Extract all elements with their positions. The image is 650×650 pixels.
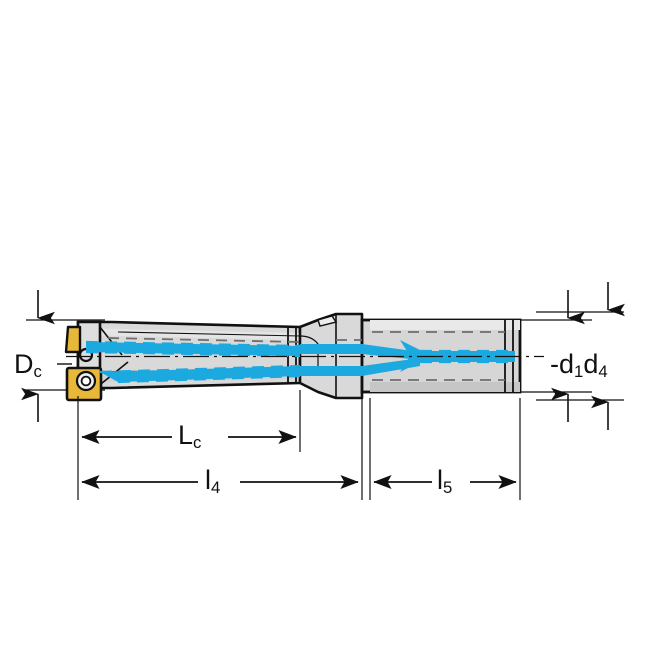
coolant-y-branch-upper xyxy=(362,344,420,360)
peripheral-insert-body xyxy=(64,325,82,354)
label-l5: l5 xyxy=(437,465,452,497)
central-insert-screw-head xyxy=(80,375,92,387)
dimension-Lc: Lc xyxy=(77,390,301,452)
coolant-neck-upper xyxy=(300,344,362,354)
label-l4: l4 xyxy=(205,465,220,497)
coolant-dash-lower-bottom xyxy=(117,374,301,384)
central-insert xyxy=(65,366,103,402)
dimension-l5: l5 xyxy=(369,398,521,500)
coolant-dash-upper-top xyxy=(85,340,301,348)
coolant-dash-lower-top xyxy=(99,364,301,374)
shank-highlight-top xyxy=(370,320,520,330)
dimension-l4: l4 xyxy=(77,398,363,500)
coolant-dash-upper-bottom xyxy=(85,350,301,358)
label-Lc: Lc xyxy=(178,420,201,452)
shank-shadow-bottom xyxy=(370,382,520,392)
hidden-line-top-body xyxy=(107,337,301,343)
coolant-passage-lower xyxy=(100,366,300,382)
label-d1-d4: -d1d4 xyxy=(550,349,608,381)
label-Dc: Dc xyxy=(14,349,42,381)
coolant-neck-lower xyxy=(300,366,362,376)
coolant-y-arrowhead xyxy=(400,340,432,372)
flute-line-top xyxy=(117,331,300,337)
dimension-Dc: Dc xyxy=(14,290,72,422)
coolant-y-branch-lower xyxy=(362,358,420,376)
dimension-d1-d4: -d1d4 xyxy=(550,282,625,430)
